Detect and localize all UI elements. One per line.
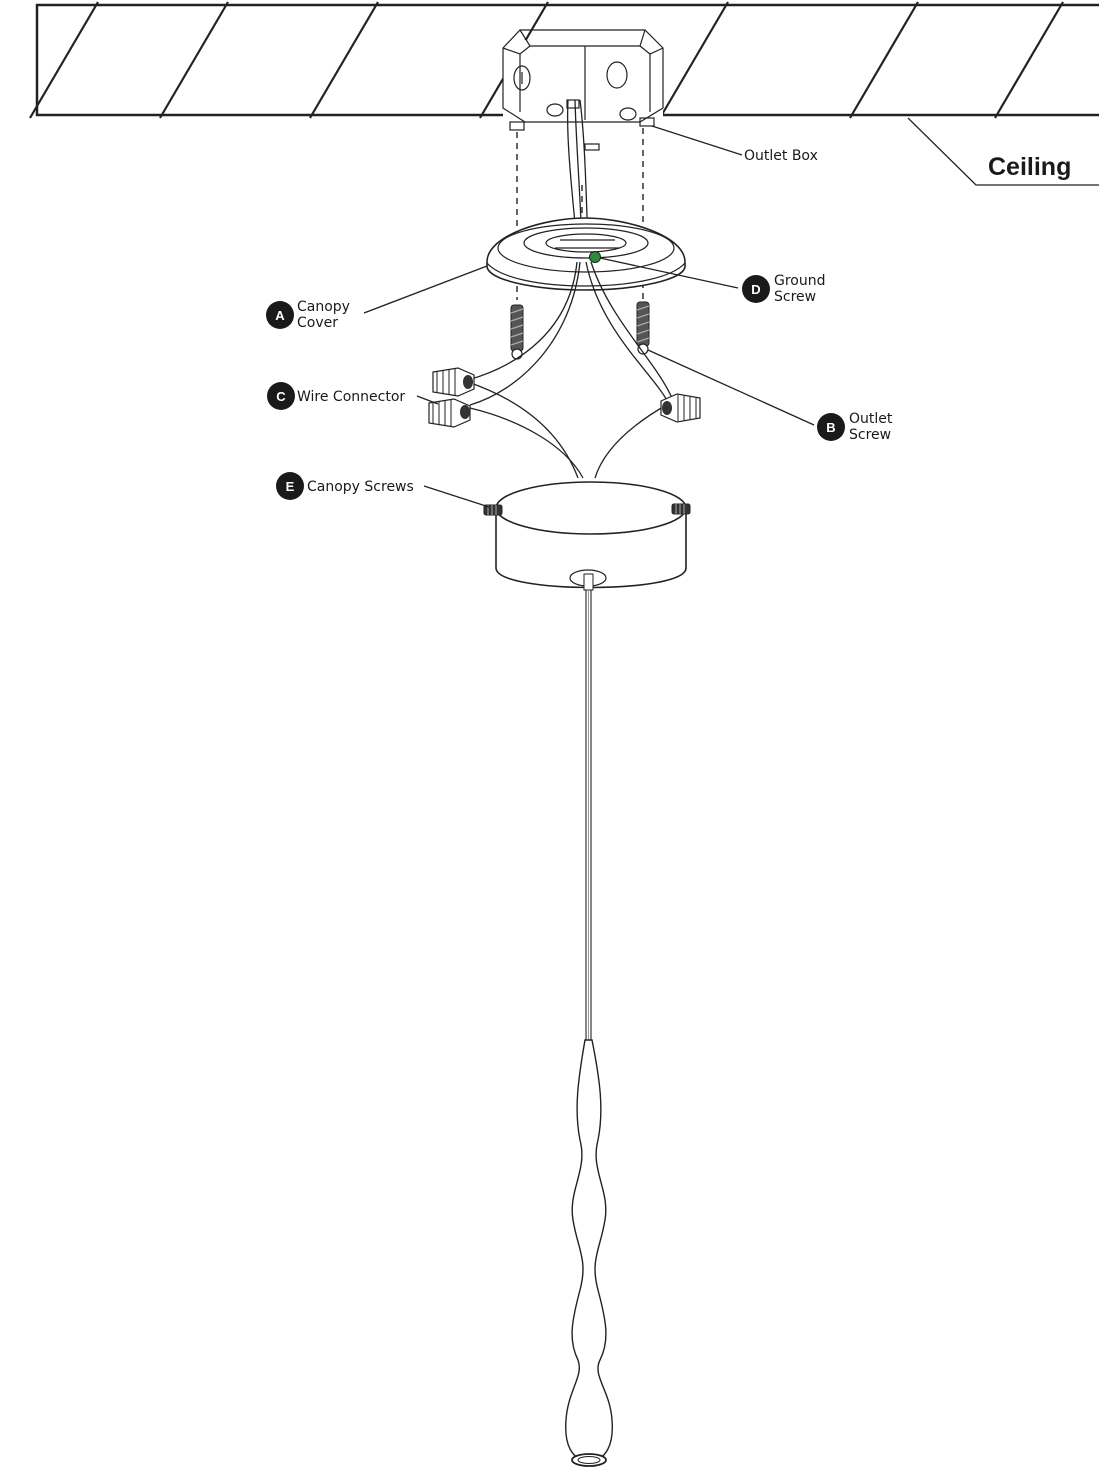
outlet-box-label: Outlet Box: [744, 148, 818, 164]
ceiling-label: Ceiling: [988, 153, 1071, 181]
part-b-line2: Screw: [849, 427, 891, 443]
outlet-screw-right: [636, 301, 650, 355]
part-d-line2: Screw: [774, 289, 816, 305]
fixture-wires: [467, 261, 673, 479]
pendant-shade: [565, 1039, 613, 1467]
part-e-badge: [276, 472, 304, 500]
part-d-letter: D: [751, 282, 760, 297]
part-b-badge: [817, 413, 845, 441]
wire-connector-lower: [428, 398, 471, 428]
part-a-callout: A Canopy Cover: [266, 299, 350, 331]
part-b-letter: B: [826, 420, 835, 435]
outlet-box: [502, 29, 664, 151]
suspension-cord: [585, 590, 592, 1040]
part-a-line1: Canopy: [297, 299, 350, 315]
part-b-line1: Outlet: [849, 411, 893, 427]
part-c-badge: [267, 382, 295, 410]
part-a-badge: [266, 301, 294, 329]
part-a-letter: A: [275, 308, 285, 323]
part-b-callout: B Outlet Screw: [817, 411, 893, 443]
outlet-screw-left: [510, 304, 524, 360]
canopy-screw-right: [671, 503, 691, 515]
canopy: [495, 481, 687, 591]
wire-connector-right: [660, 393, 701, 423]
wire-connector-upper: [432, 367, 475, 397]
part-c-callout: C Wire Connector: [267, 382, 405, 410]
part-d-callout: D Ground Screw: [742, 273, 826, 305]
part-c-label: Wire Connector: [297, 389, 405, 405]
part-a-line2: Cover: [297, 315, 338, 331]
part-e-letter: E: [286, 479, 295, 494]
part-d-line1: Ground: [774, 273, 826, 289]
part-e-callout: E Canopy Screws: [276, 472, 414, 500]
leader-lines: [363, 117, 1099, 508]
part-e-label: Canopy Screws: [307, 479, 414, 495]
part-d-badge: [742, 275, 770, 303]
part-c-letter: C: [276, 389, 286, 404]
canopy-cover: [486, 217, 686, 291]
